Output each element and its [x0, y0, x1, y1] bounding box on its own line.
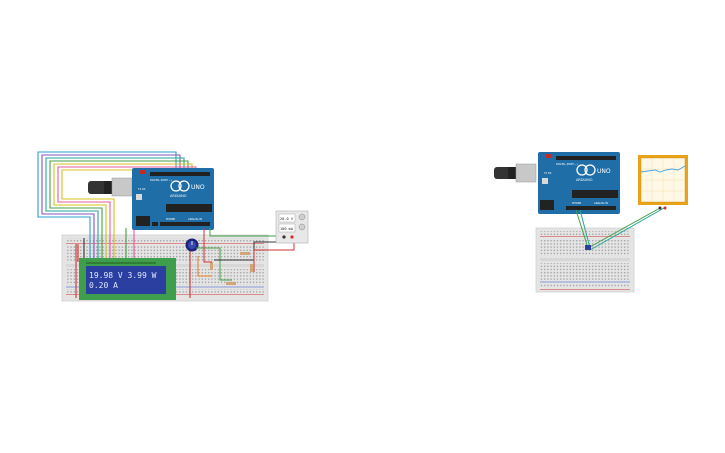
- right-arduino-brand: ARDUINO: [576, 178, 593, 182]
- right-arduino-model: UNO: [597, 168, 611, 175]
- psu-voltage-knob-icon[interactable]: [298, 213, 306, 221]
- psu-current-knob-icon[interactable]: [298, 223, 306, 231]
- lcd-display[interactable]: 19.98 V 3.99 W 0.20 A: [79, 258, 176, 300]
- left-arduino-rxtx-label: TX RX: [138, 187, 146, 191]
- lcd-wires[interactable]: [37, 151, 200, 298]
- left-arduino-analog-label: ANALOG IN: [188, 217, 202, 221]
- left-arduino-brand: ARDUINO: [170, 194, 187, 198]
- resistors[interactable]: [210, 252, 253, 285]
- potentiometer[interactable]: [185, 238, 199, 252]
- right-arduino-digital-label: DIGITAL (PWM ~): [556, 162, 578, 166]
- psu-current: 100 mA: [280, 227, 294, 231]
- right-arduino-power-label: POWER: [572, 201, 582, 205]
- right-wires[interactable]: [575, 207, 665, 251]
- left-arduino-model: UNO: [191, 184, 205, 191]
- right-arduino-rxtx-label: TX RX: [544, 171, 552, 175]
- left-circuit: ARDUINO UNO DIGITAL (PWM ~) POWER ANALOG…: [37, 151, 309, 302]
- oscilloscope[interactable]: [638, 155, 688, 210]
- sensor-component[interactable]: [585, 245, 591, 250]
- scope-trace: [640, 165, 686, 173]
- psu-voltage: 20.0 V: [280, 217, 294, 221]
- left-arduino-digital-label: DIGITAL (PWM ~): [150, 178, 172, 182]
- right-arduino-uno[interactable]: ARDUINO UNO DIGITAL (PWM ~) POWER ANALOG…: [494, 152, 620, 214]
- right-circuit: ARDUINO UNO DIGITAL (PWM ~) POWER ANALOG…: [494, 152, 688, 293]
- lcd-line-2: 0.20 A: [89, 281, 118, 290]
- power-supply[interactable]: 20.0 V 100 mA: [275, 210, 309, 244]
- left-arduino-uno[interactable]: ARDUINO UNO DIGITAL (PWM ~) POWER ANALOG…: [88, 168, 214, 230]
- right-arduino-analog-label: ANALOG IN: [594, 201, 608, 205]
- lcd-line-1: 19.98 V 3.99 W: [89, 271, 157, 280]
- left-arduino-power-label: POWER: [166, 217, 176, 221]
